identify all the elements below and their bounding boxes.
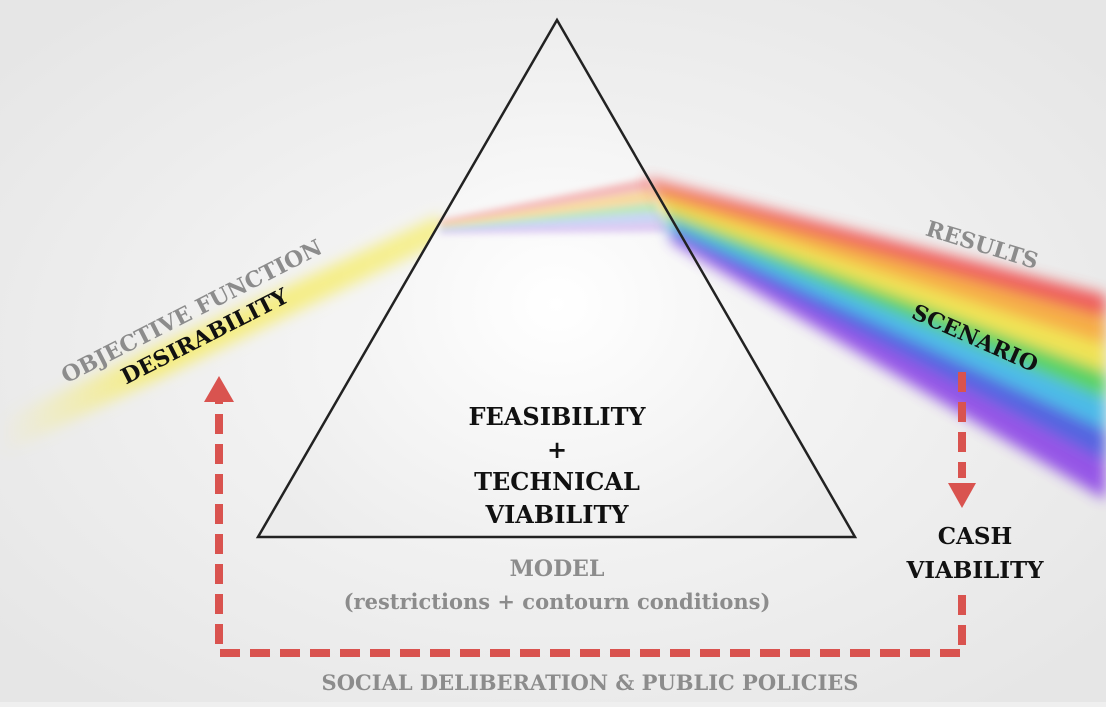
cash-line: CASH [938, 523, 1013, 550]
model-note-label: (restrictions + contourn conditions) [344, 589, 771, 614]
feedback-loop-arrowhead [204, 376, 234, 402]
cash-viability-line: VIABILITY [905, 557, 1044, 584]
internal-beam [440, 178, 668, 234]
feasibility-line: FEASIBILITY [468, 402, 646, 431]
rainbow-spectrum [645, 178, 1106, 500]
technical-line: TECHNICAL [474, 467, 640, 496]
prism-outline [255, 17, 858, 539]
model-label: MODEL [510, 556, 605, 582]
social-deliberation-label: SOCIAL DELIBERATION & PUBLIC POLICIES [322, 670, 859, 695]
viability-line: VIABILITY [484, 500, 629, 529]
feedback-loop-arrow [215, 402, 966, 657]
prism [258, 20, 855, 537]
incoming-beam [0, 215, 445, 455]
scenario-to-cash-arrowhead [948, 483, 976, 508]
plus-line: + [547, 435, 567, 464]
